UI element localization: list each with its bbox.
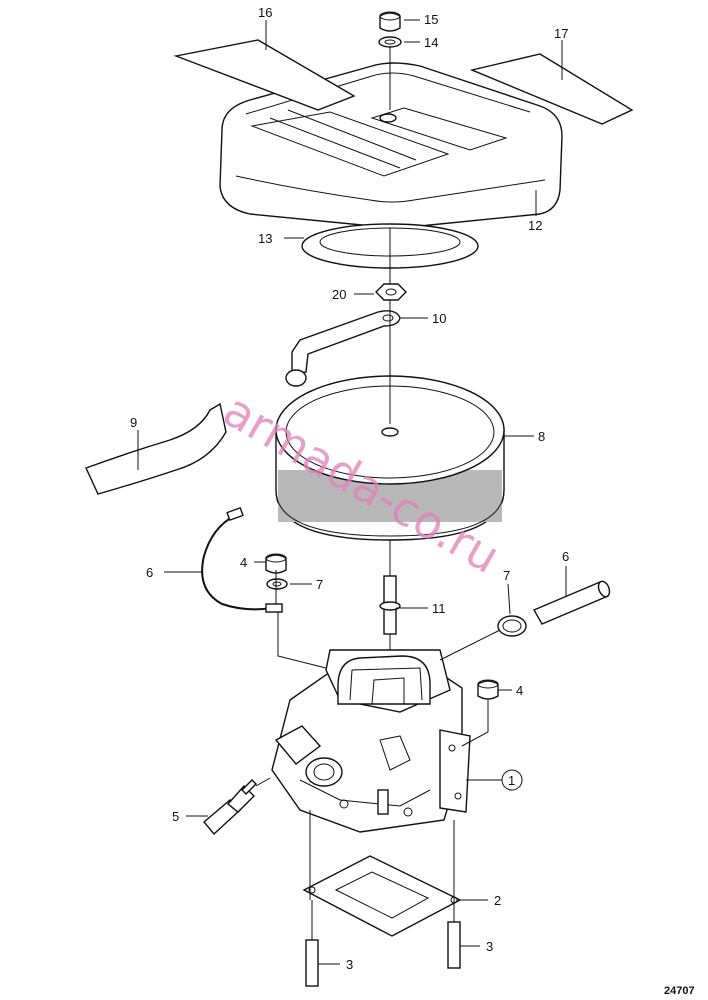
callout-7: 7 [503,568,510,583]
callout-4-right: 4 [516,683,523,698]
stud-right[interactable] [447,921,461,969]
callout-16: 14 [424,35,438,50]
callout-19: 17 [554,26,568,41]
top-washer[interactable] [378,36,402,48]
callout-4-upper: 4 [240,555,247,570]
callout-14: 12 [528,218,542,233]
stud-left[interactable] [305,939,319,987]
callout-2: 2 [494,893,501,908]
base-gasket[interactable] [302,855,462,937]
callout-1-circle [501,769,523,791]
callout-20: 20 [332,287,346,302]
top-nut[interactable] [379,11,401,32]
hex-nut-right[interactable] [477,679,499,700]
callout-3-right: 3 [486,939,493,954]
fuel-tube[interactable] [533,580,612,625]
air-filter-element[interactable] [275,375,505,541]
callout-11: 11 [432,601,446,616]
callout-3-left: 3 [346,957,353,972]
center-stud[interactable] [379,575,401,635]
callout-5: 5 [172,809,179,824]
callout-17: 15 [424,12,438,27]
callout-13: 9 [130,415,137,430]
carburetor[interactable] [271,649,471,833]
callout-1: 1 [508,773,515,788]
decal-strip-right[interactable] [469,53,634,125]
reference-number: 24707 [664,985,695,997]
callout-15: 13 [258,231,272,246]
breather-hose[interactable] [85,402,227,495]
callout-9: 7 [316,577,323,592]
callout-8: 6 [146,565,153,580]
mounting-bracket[interactable] [291,310,401,375]
callout-12: 10 [432,311,446,326]
wing-nut[interactable] [375,283,407,301]
callout-10: 8 [538,429,545,444]
choke-wire[interactable] [201,506,283,613]
decal-strip-left[interactable] [173,39,356,111]
fuel-inlet-fitting[interactable] [203,779,257,836]
callout-6: 6 [562,549,569,564]
hex-nut-upper[interactable] [265,553,287,574]
lock-washer[interactable] [266,578,288,590]
callout-18: 16 [258,5,272,20]
hose-clamp[interactable] [497,615,527,637]
